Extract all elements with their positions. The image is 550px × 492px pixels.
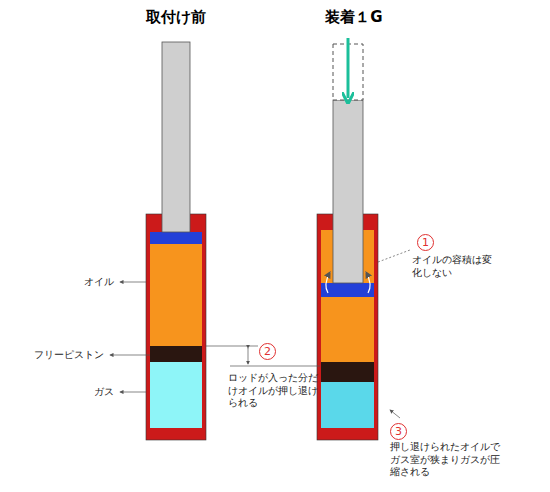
shock-mounted [317, 38, 378, 440]
part-name: フリーピストン [34, 349, 104, 362]
callout-number: 2 [259, 343, 276, 360]
callout-note: 押し退けられたオイルでガス室が狭まりガスが圧縮される [390, 441, 502, 479]
callout-number: 3 [390, 423, 407, 440]
callout-number: 1 [417, 234, 434, 251]
leader-lines [110, 250, 410, 418]
part-name: オイル [84, 276, 114, 289]
callout-note: ロッドが入った分だけオイルが押し退けられる [228, 372, 320, 410]
shock-before [146, 42, 206, 440]
heading-text: 取付け前 [146, 8, 206, 27]
heading-text: 装着１G [325, 8, 382, 27]
part-name: ガス [94, 386, 114, 399]
callout-note: オイルの容積は変化しない [412, 254, 494, 279]
